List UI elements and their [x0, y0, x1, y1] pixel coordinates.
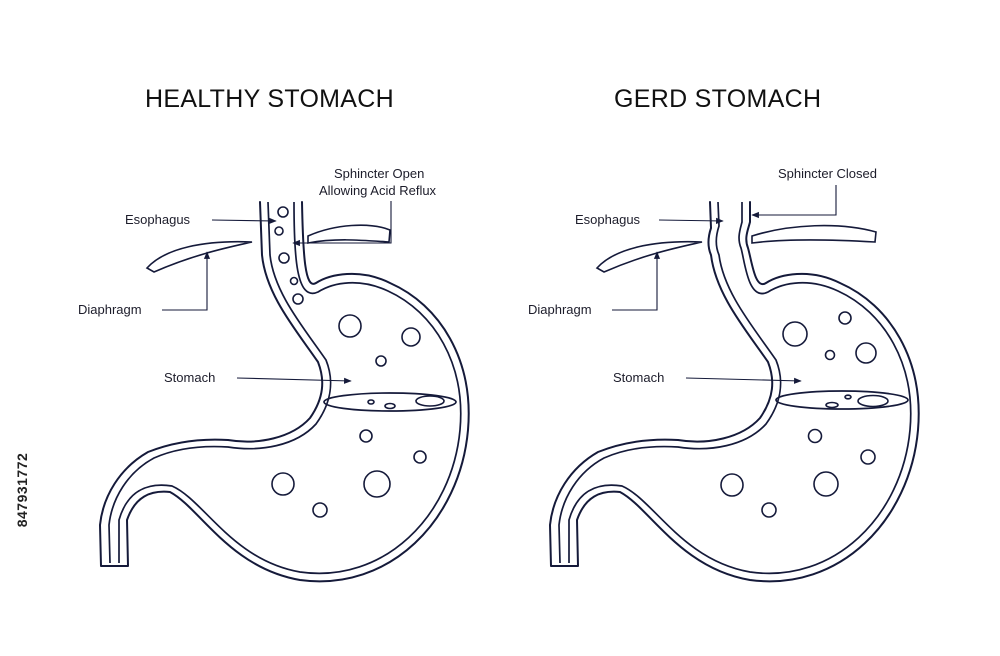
healthy-stomach-outer-wall	[99, 201, 470, 583]
healthy-diaphragm-pointer	[162, 251, 211, 311]
gerd-diaphragm-pointer	[612, 251, 661, 311]
gerd-diaphragm-label: Diaphragm	[528, 302, 592, 317]
healthy-stomach-inner-wall	[108, 201, 462, 575]
healthy-bubble	[384, 402, 396, 410]
gerd-sphincter-pointer	[751, 185, 837, 219]
gerd-stomach-inner-wall	[558, 201, 912, 575]
gerd-bubble	[782, 321, 808, 347]
healthy-esophagus-pointer	[211, 217, 277, 224]
healthy-bubble	[367, 399, 375, 405]
healthy-diaphragm-right	[307, 224, 391, 244]
healthy-bubble	[277, 206, 289, 218]
healthy-stomach-label: Stomach	[164, 370, 216, 385]
healthy-sphincter-label-line1: Sphincter Open	[334, 166, 425, 181]
gerd-diaphragm-left	[595, 240, 703, 273]
healthy-bubble	[415, 395, 445, 407]
healthy-stomach-pointer	[236, 377, 352, 384]
healthy-diaphragm-label: Diaphragm	[78, 302, 142, 317]
healthy-bubble	[312, 502, 328, 518]
stock-id-label: 847931772	[12, 420, 32, 560]
gerd-bubble	[761, 502, 777, 518]
healthy-stomach-title: HEALTHY STOMACH	[145, 85, 394, 113]
healthy-sphincter-pointer	[292, 201, 392, 247]
healthy-bubble	[375, 355, 387, 367]
gerd-bubble	[824, 349, 836, 361]
gerd-stomach-illustration	[549, 185, 920, 583]
gerd-stomach-pointer	[685, 377, 802, 384]
gerd-bubble	[813, 471, 839, 497]
gerd-bubble	[860, 449, 876, 465]
gerd-stomach-title: GERD STOMACH	[614, 85, 822, 113]
healthy-bubble	[274, 226, 284, 236]
healthy-bubble	[359, 429, 373, 443]
gerd-bubble	[857, 394, 889, 408]
gerd-stomach-label: Stomach	[613, 370, 665, 385]
gerd-bubble	[855, 342, 877, 364]
healthy-bubble	[278, 252, 290, 264]
gerd-sphincter-label: Sphincter Closed	[778, 166, 877, 181]
gerd-acid-surface	[775, 390, 909, 410]
gerd-bubble	[807, 428, 823, 444]
healthy-bubble	[401, 327, 421, 347]
gerd-bubble	[720, 473, 744, 497]
gerd-esophagus-pointer	[658, 217, 724, 224]
healthy-bubble	[413, 450, 427, 464]
healthy-bubble	[289, 276, 299, 286]
healthy-bubble	[338, 314, 362, 338]
healthy-bubble	[271, 472, 295, 496]
healthy-stomach-illustration	[99, 201, 470, 583]
healthy-acid-surface	[323, 392, 457, 412]
healthy-bubble	[363, 470, 391, 498]
healthy-sphincter-label-line2: Allowing Acid Reflux	[319, 183, 437, 198]
gerd-stomach-outer-wall	[549, 201, 920, 583]
gerd-bubble	[825, 401, 839, 409]
gerd-esophagus-label: Esophagus	[575, 212, 641, 227]
healthy-diaphragm-left	[145, 240, 253, 273]
gerd-diaphragm-right	[751, 224, 877, 244]
healthy-esophagus-label: Esophagus	[125, 212, 191, 227]
gerd-bubble	[838, 311, 852, 325]
stock-id-text: 847931772	[14, 452, 30, 528]
healthy-bubble	[292, 293, 304, 305]
gerd-bubble	[844, 394, 852, 400]
